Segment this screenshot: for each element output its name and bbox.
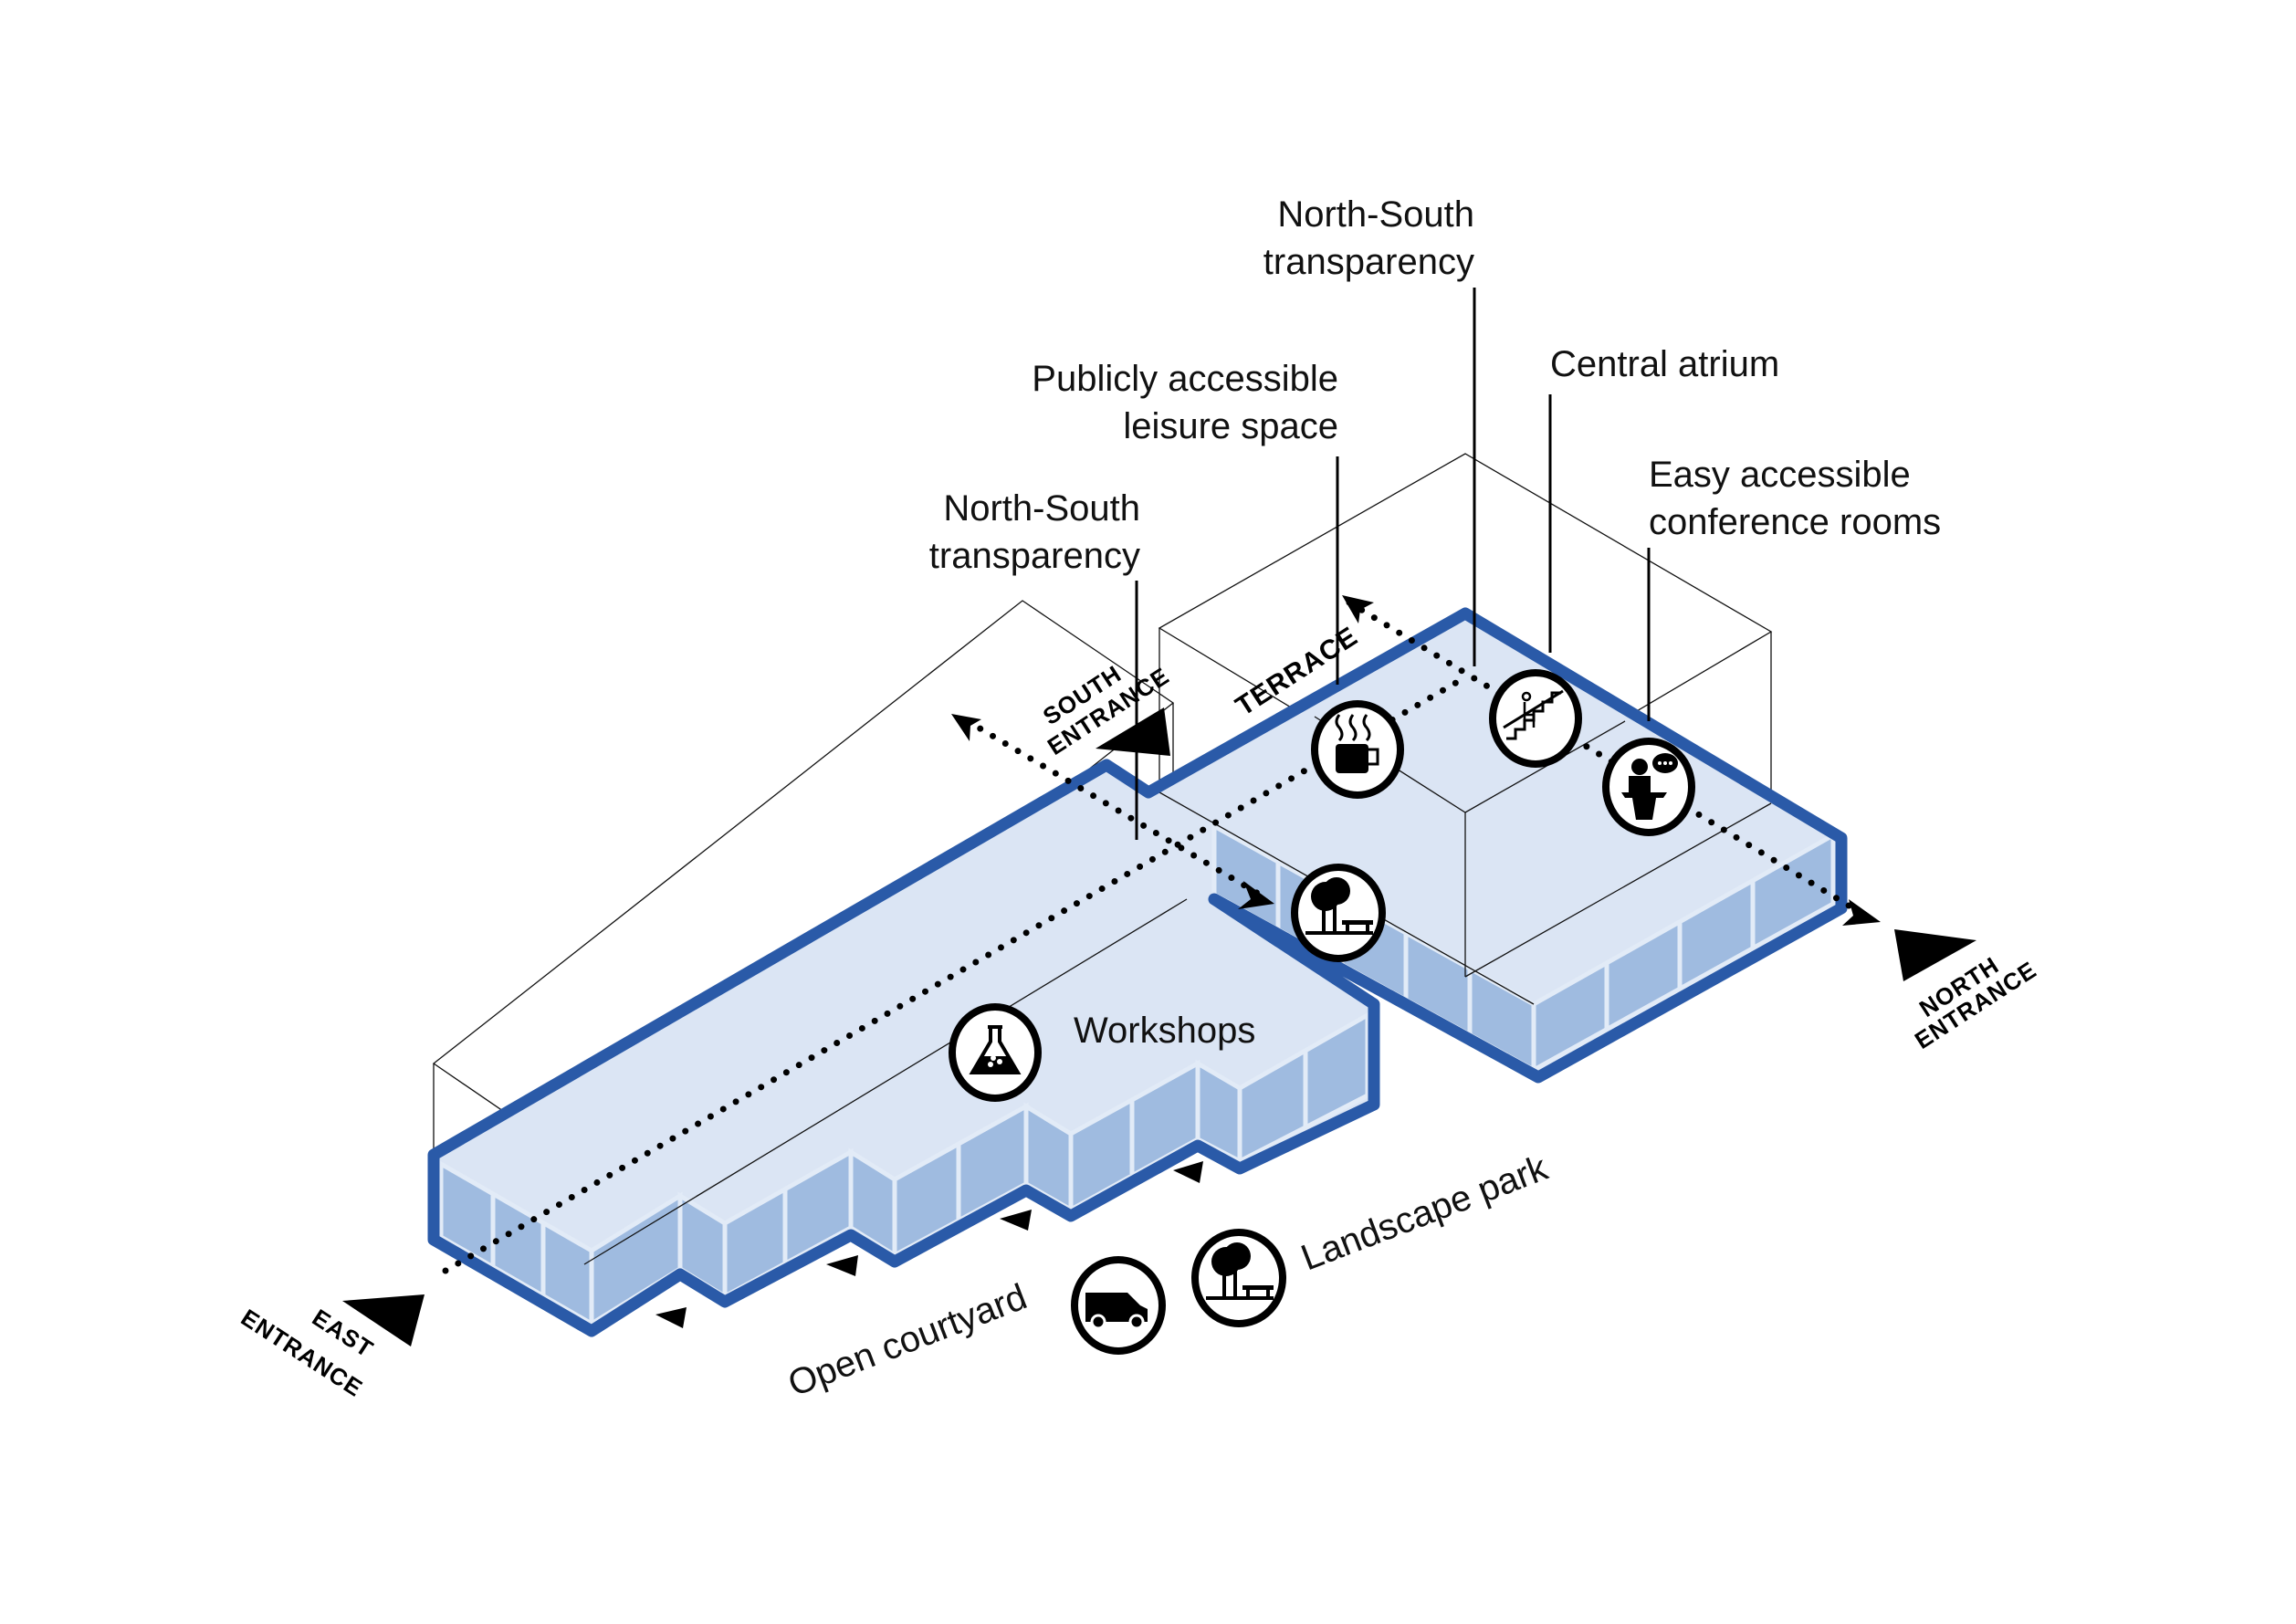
east-entrance-arrow — [342, 1294, 425, 1346]
van-icon — [1071, 1256, 1166, 1355]
coffee-cup-icon — [1311, 700, 1404, 799]
arrow-north-head — [1842, 899, 1881, 926]
circulation-paths — [442, 595, 1881, 1274]
north-entrance-arrow — [1894, 929, 1976, 981]
south-entrance-arrow — [1096, 707, 1170, 756]
label-central-atrium: Central atrium — [1550, 344, 1779, 384]
floor-plate — [434, 613, 1841, 1331]
tree-bench-icon — [1291, 864, 1386, 962]
leader-lines — [1135, 288, 1651, 840]
courtyard-entry-arrow-3 — [1000, 1210, 1032, 1231]
label-conference-rooms: Easy accessible — [1649, 455, 1911, 495]
glass-facade — [438, 822, 1836, 1328]
label-leisure-space: leisure space — [1123, 406, 1338, 446]
label-workshops: Workshops — [1074, 1011, 1255, 1051]
label-north-south-left: North-South — [943, 488, 1140, 529]
courtyard-entry-arrow-4 — [1173, 1161, 1203, 1183]
label-open-courtyard: Open courtyard — [782, 1277, 1032, 1405]
label-leisure-space: Publicly accessible — [1032, 359, 1338, 399]
arrow-northwest-head — [1342, 595, 1374, 623]
courtyard-entry-arrow-2 — [826, 1255, 858, 1276]
south-path — [964, 718, 1263, 898]
entrance-markers — [342, 707, 1976, 1346]
stair-lift-icon — [1489, 669, 1582, 768]
label-north-south-top: transparency — [1263, 242, 1474, 282]
north-path — [1346, 599, 1857, 912]
arrow-southwest-head — [951, 714, 981, 741]
courtyard-entry-arrow-1 — [655, 1307, 687, 1328]
speaker-podium-icon — [1602, 738, 1695, 836]
label-conference-rooms: conference rooms — [1649, 502, 1941, 542]
lab-flask-icon — [949, 1003, 1042, 1102]
building-outline — [427, 607, 1848, 1337]
label-north-south-left: transparency — [929, 536, 1140, 576]
tree-bench-icon — [1191, 1229, 1286, 1327]
label-north-south-top: North-South — [1277, 194, 1474, 235]
label-landscape-park: Landscape park — [1295, 1147, 1553, 1278]
arrow-south-park-head — [1238, 881, 1274, 909]
